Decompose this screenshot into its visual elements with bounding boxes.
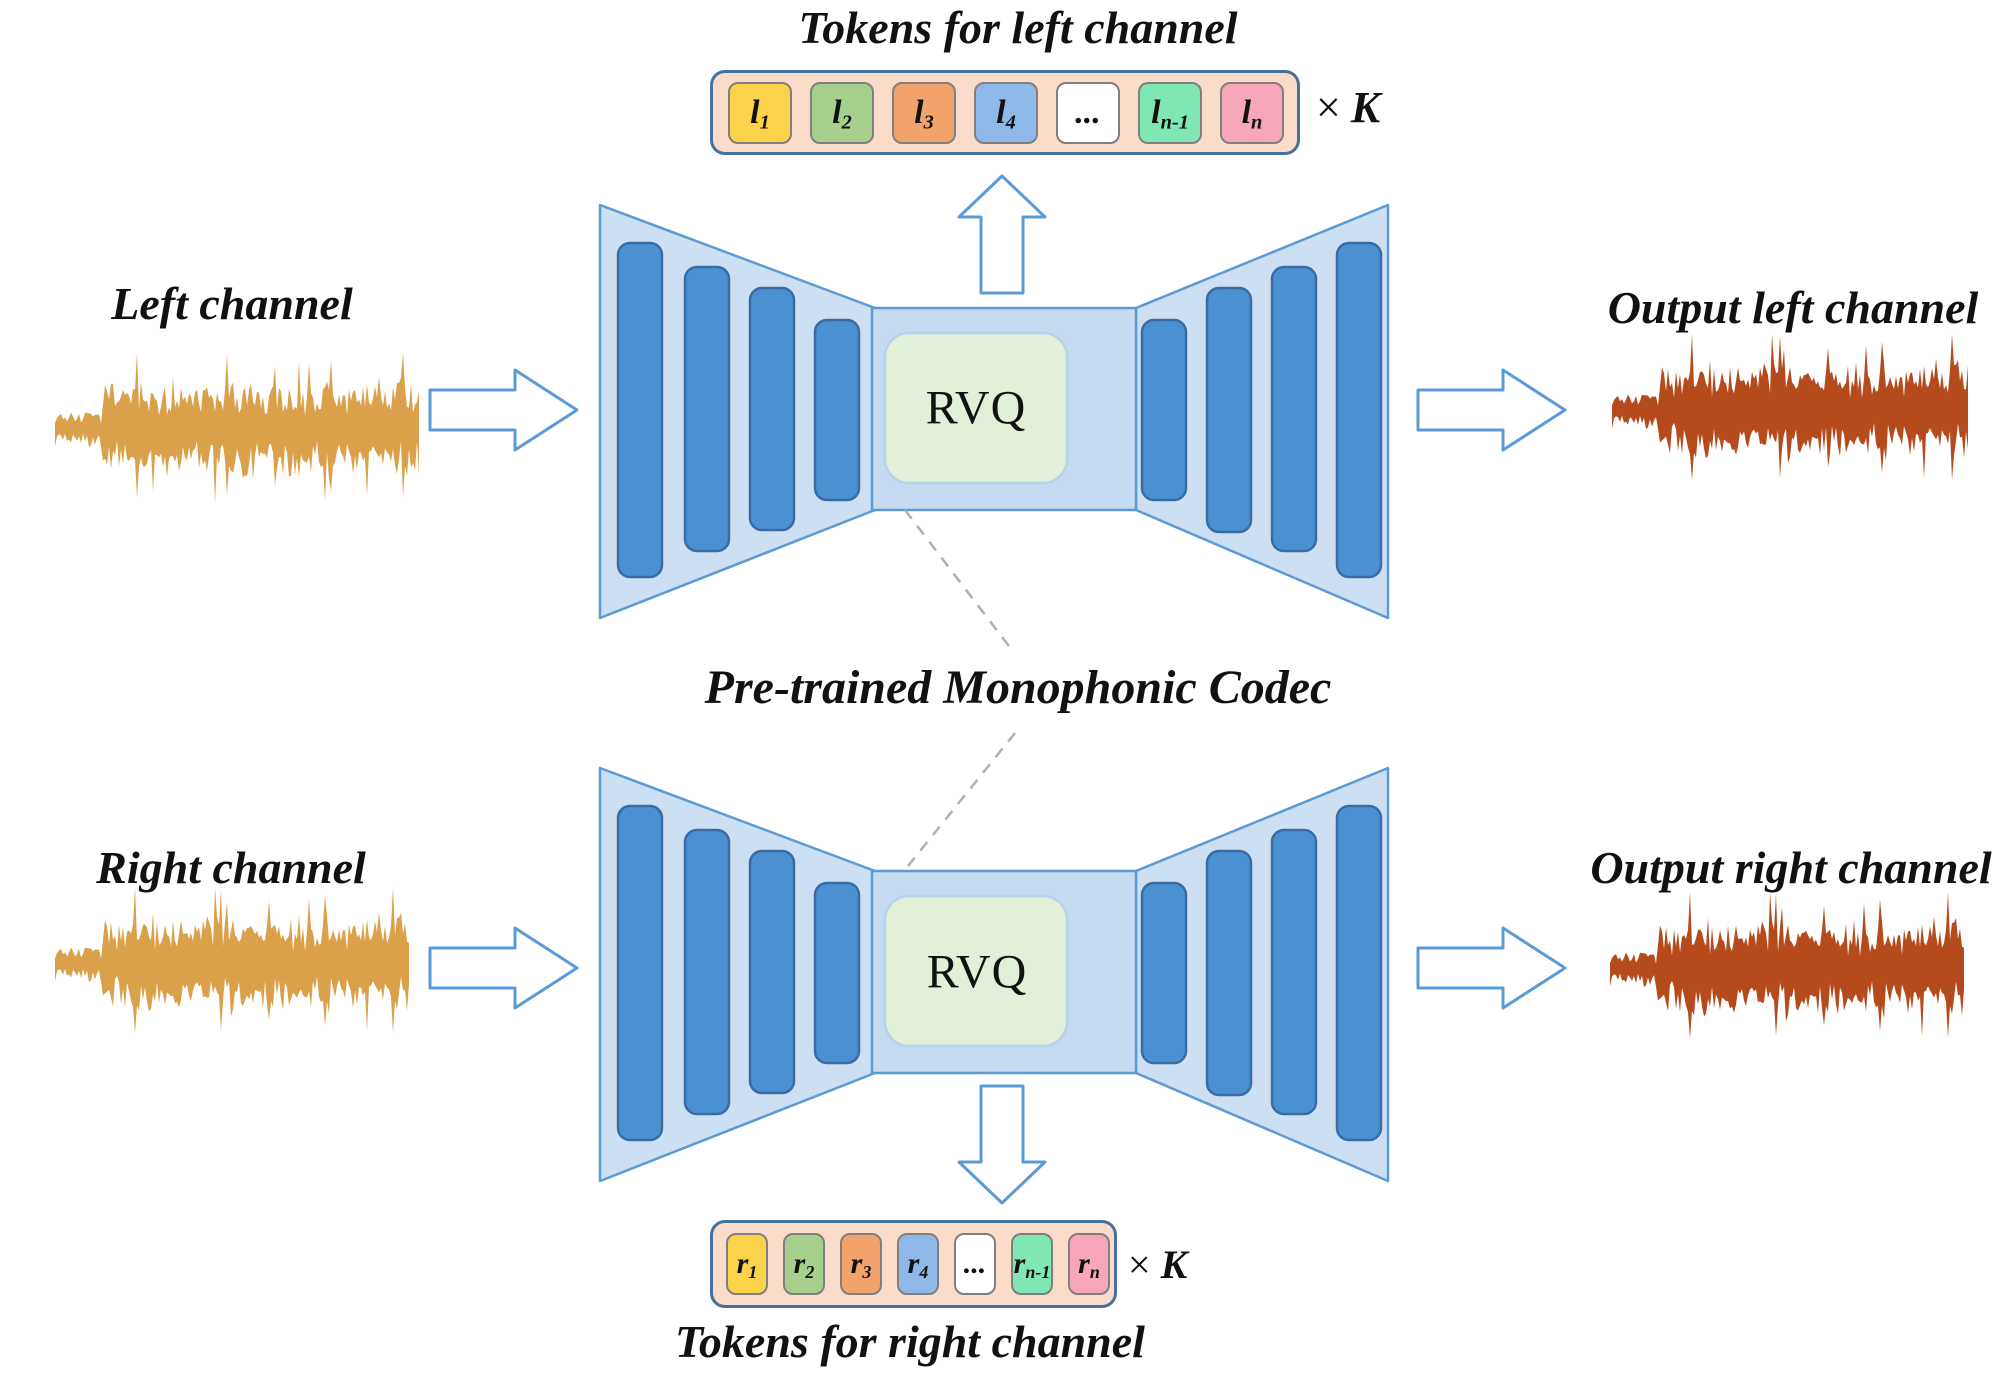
decoder-bar — [1140, 881, 1188, 1065]
decoder-bar — [1205, 849, 1253, 1097]
dashed-connector-top — [904, 509, 1013, 651]
token-box: ... — [1056, 81, 1120, 144]
token-box: r3 — [840, 1233, 882, 1295]
token-box: r1 — [726, 1233, 768, 1295]
token-label: rn — [1078, 1247, 1100, 1283]
encoder-bar — [616, 241, 664, 579]
input-arrow-left-icon — [428, 368, 579, 452]
encoder-bar — [683, 828, 731, 1116]
token-label: l3 — [914, 93, 934, 134]
token-box: l1 — [728, 81, 792, 144]
token-label: ... — [1075, 93, 1101, 131]
token-label: ... — [963, 1247, 987, 1280]
output-right-channel-label: Output right channel — [1590, 842, 1992, 893]
token-row-right-container: r1 r2 r3 r4... rn-1 rn — [710, 1220, 1117, 1308]
token-box: l3 — [892, 81, 956, 144]
output-left-channel-label: Output left channel — [1607, 282, 1979, 333]
encoder-bar — [748, 849, 796, 1095]
token-label: r1 — [736, 1247, 758, 1283]
tokens-arrow-down-icon — [957, 1084, 1047, 1205]
token-box: ln — [1220, 81, 1284, 144]
token-label: r3 — [850, 1247, 872, 1283]
decoder-bar — [1140, 318, 1188, 502]
left-channel-waveform — [55, 352, 419, 504]
token-box: ln-1 — [1138, 81, 1202, 144]
decoder-bar — [1335, 804, 1383, 1142]
token-label: l1 — [750, 93, 770, 134]
dashed-connector-bottom — [907, 732, 1016, 867]
multiplier-left: ×K — [1316, 82, 1380, 133]
right-channel-waveform — [55, 887, 409, 1033]
tokens-right-title: Tokens for right channel — [675, 1316, 1145, 1367]
output-arrow-left-icon — [1416, 368, 1567, 452]
pretrained-codec-label: Pre-trained Monophonic Codec — [704, 661, 1332, 714]
left-channel-label: Left channel — [111, 278, 353, 329]
rvq-box-shape — [883, 331, 1069, 485]
token-box: r2 — [783, 1233, 825, 1295]
token-row-left-container: l1 l2 l3 l4... ln-1 ln — [710, 70, 1300, 155]
output-arrow-right-icon — [1416, 926, 1567, 1010]
token-label: r2 — [793, 1247, 815, 1283]
input-arrow-right-icon — [428, 926, 579, 1010]
tokens-arrow-up-icon — [957, 174, 1047, 295]
decoder-bar — [1270, 265, 1318, 553]
token-label: ln-1 — [1151, 93, 1189, 134]
encoder-bar — [683, 265, 731, 553]
output-left-waveform — [1612, 334, 1968, 480]
encoder-bar — [813, 881, 861, 1065]
encoder-bar — [813, 318, 861, 502]
token-box: rn-1 — [1011, 1233, 1053, 1295]
output-right-waveform — [1610, 892, 1964, 1038]
codec-bottom — [598, 766, 1390, 1205]
token-label: l2 — [832, 93, 852, 134]
token-label: l4 — [996, 93, 1016, 134]
token-label: ln — [1241, 93, 1263, 134]
decoder-bar — [1205, 286, 1253, 534]
token-box: l2 — [810, 81, 874, 144]
token-box: l4 — [974, 81, 1038, 144]
encoder-bar — [748, 286, 796, 532]
times-icon: × — [1128, 1242, 1151, 1287]
codec-top — [598, 174, 1390, 620]
multiplier-right: ×K — [1128, 1241, 1187, 1288]
token-box: ... — [954, 1233, 996, 1295]
right-channel-label: Right channel — [96, 842, 366, 893]
times-icon: × — [1316, 83, 1341, 132]
decoder-bar — [1335, 241, 1383, 579]
rvq-label-top: RVQ — [925, 381, 1027, 435]
decoder-bar — [1270, 828, 1318, 1116]
k-variable: K — [1160, 1242, 1188, 1287]
rvq-label-bottom: RVQ — [926, 945, 1028, 999]
tokens-left-title: Tokens for left channel — [798, 2, 1238, 53]
rvq-box-shape — [883, 894, 1069, 1048]
token-box: rn — [1068, 1233, 1110, 1295]
token-label: rn-1 — [1013, 1247, 1051, 1283]
token-box: r4 — [897, 1233, 939, 1295]
k-variable: K — [1350, 83, 1381, 132]
encoder-bar — [616, 804, 664, 1142]
token-label: r4 — [907, 1247, 929, 1283]
